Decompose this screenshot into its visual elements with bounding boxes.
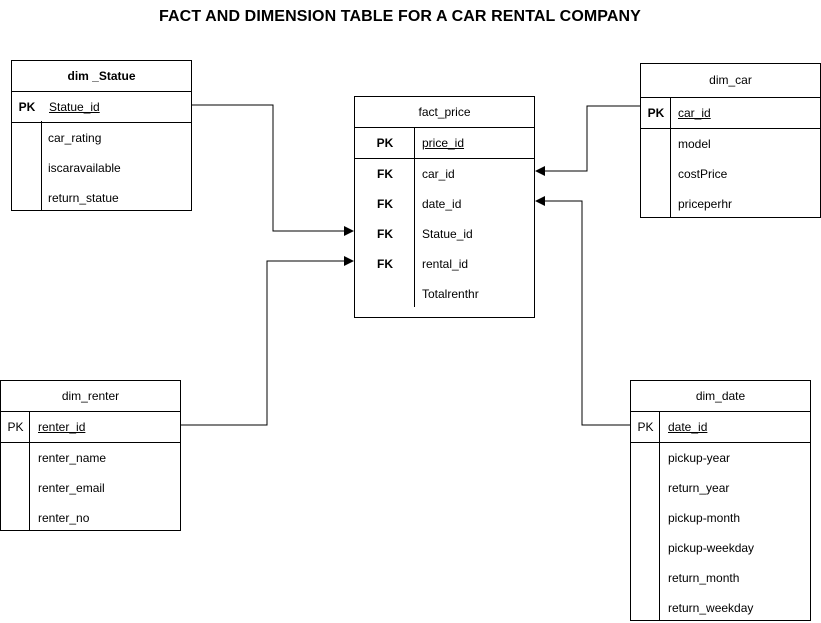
field-name: car_id	[422, 167, 455, 181]
pk-row: PK renter_id	[1, 412, 180, 443]
field-row: car_rating	[12, 123, 191, 153]
field-name: return_weekday	[668, 601, 754, 615]
field-name: pickup-month	[668, 511, 741, 525]
field-row: pickup-year	[631, 443, 810, 473]
pk-label: PK	[7, 420, 24, 434]
page-title: FACT AND DIMENSION TABLE FOR A CAR RENTA…	[159, 8, 641, 25]
pk-label: PK	[18, 100, 36, 114]
field-row: pickup-month	[631, 503, 810, 533]
connector-car-to-fact	[535, 105, 640, 176]
fk-row: FK date_id	[355, 189, 534, 219]
pk-field: date_id	[668, 420, 708, 434]
field-row: renter_email	[1, 473, 180, 503]
field-name: pickup-year	[668, 451, 731, 465]
table-title: dim_car	[641, 64, 820, 98]
table-title: fact_price	[355, 97, 534, 128]
pk-label: PK	[376, 136, 394, 150]
pk-row: PK car_id	[641, 98, 820, 129]
field-row: costPrice	[641, 159, 820, 189]
table-dim-statue[interactable]: dim _Statue PK Statue_id car_rating isca…	[11, 60, 192, 211]
pk-label: PK	[647, 106, 665, 120]
field-name: renter_name	[38, 451, 107, 465]
fk-row: FK rental_id	[355, 249, 534, 279]
pk-field: Statue_id	[49, 100, 100, 114]
field-name: Totalrenthr	[422, 287, 479, 301]
pk-field: car_id	[678, 106, 711, 120]
field-row: return_month	[631, 563, 810, 593]
field-name: costPrice	[678, 167, 728, 181]
field-row: renter_name	[1, 443, 180, 473]
field-name: model	[678, 137, 711, 151]
field-name: return_year	[668, 481, 730, 495]
field-name: renter_no	[38, 511, 90, 525]
field-name: return_statue	[48, 191, 119, 205]
field-name: car_rating	[48, 131, 102, 145]
field-row: return_statue	[12, 183, 191, 213]
pk-row: PK price_id	[355, 128, 534, 159]
fk-row: Totalrenthr	[355, 279, 534, 309]
field-name: iscaravailable	[48, 161, 121, 175]
field-row: return_weekday	[631, 593, 810, 623]
field-name: rental_id	[422, 257, 469, 271]
table-title: dim_date	[631, 381, 810, 412]
field-row: priceperhr	[641, 189, 820, 219]
fk-label: FK	[377, 197, 393, 211]
pk-row: PK Statue_id	[12, 92, 191, 123]
connector-statue-to-fact	[191, 104, 354, 236]
field-row: iscaravailable	[12, 153, 191, 183]
field-name: return_month	[668, 571, 740, 585]
field-name: Statue_id	[422, 227, 473, 241]
table-dim-date[interactable]: dim_date PK date_id pickup-year return_y…	[630, 380, 811, 621]
fk-row: FK Statue_id	[355, 219, 534, 249]
connector-renter-to-fact	[181, 256, 354, 426]
column-divider	[29, 411, 30, 530]
table-fact-price[interactable]: fact_price PK price_id FK car_id FK date…	[354, 96, 535, 318]
field-name: priceperhr	[678, 197, 733, 211]
fk-label: FK	[377, 227, 393, 241]
fk-row: FK car_id	[355, 159, 534, 189]
field-name: renter_email	[38, 481, 105, 495]
table-dim-renter[interactable]: dim_renter PK renter_id renter_name rent…	[0, 380, 181, 531]
field-row: pickup-weekday	[631, 533, 810, 563]
field-name: date_id	[422, 197, 462, 211]
field-row: return_year	[631, 473, 810, 503]
pk-row: PK date_id	[631, 412, 810, 443]
table-title: dim _Statue	[12, 61, 191, 92]
column-divider	[670, 98, 671, 217]
pk-field: price_id	[422, 136, 465, 150]
field-row: renter_no	[1, 503, 180, 533]
fk-label: FK	[377, 257, 393, 271]
table-dim-car[interactable]: dim_car PK car_id model costPrice pricep…	[640, 63, 821, 218]
pk-label: PK	[637, 420, 654, 434]
field-row: model	[641, 129, 820, 159]
column-divider	[659, 411, 660, 620]
pk-field: renter_id	[38, 420, 86, 434]
column-divider	[41, 121, 42, 210]
table-title: dim_renter	[1, 381, 180, 412]
fk-label: FK	[377, 167, 393, 181]
connector-date-to-fact	[535, 196, 630, 426]
column-divider	[414, 127, 415, 307]
field-name: pickup-weekday	[668, 541, 755, 555]
